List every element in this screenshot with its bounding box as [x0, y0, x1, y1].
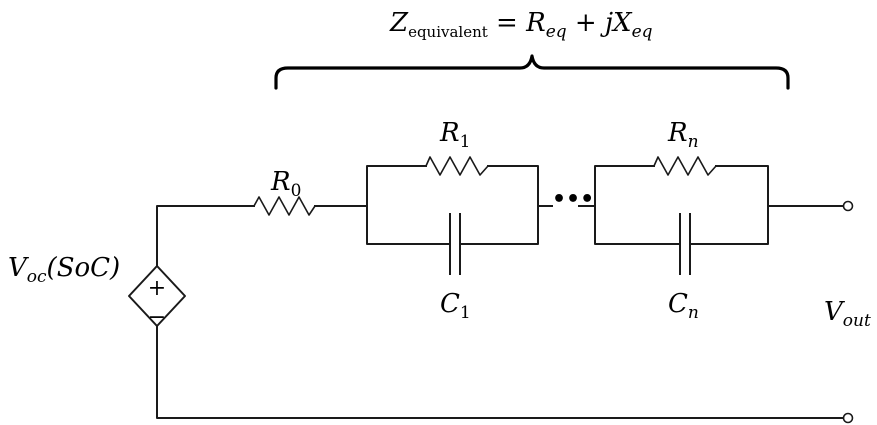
label-c1: C1: [440, 289, 471, 323]
resistor-r0: [253, 196, 316, 216]
source-plus-sign: +: [148, 276, 166, 301]
label-rn: Rn: [667, 118, 699, 152]
output-terminal-top: [842, 200, 854, 212]
impedance-equation: Zequivalent = Req + jXeq: [389, 8, 653, 42]
label-cn: Cn: [668, 289, 699, 323]
label-r1: R1: [439, 118, 470, 152]
impedance-brace: [274, 54, 790, 90]
label-r0: R0: [270, 167, 301, 201]
resistor-r1: [425, 156, 489, 176]
source-minus-sign: −: [148, 305, 166, 330]
resistor-rn: [653, 156, 717, 176]
output-terminal-bottom: [842, 412, 854, 424]
blockn-frame: [594, 165, 769, 245]
label-voc: Voc(SoC): [8, 253, 120, 287]
wire-source-to-r0: [156, 205, 255, 267]
series-ellipsis: •••: [552, 187, 594, 212]
label-vout: Vout: [824, 297, 871, 331]
wire-return-bottom: [156, 325, 844, 419]
block1-frame: [366, 165, 539, 245]
